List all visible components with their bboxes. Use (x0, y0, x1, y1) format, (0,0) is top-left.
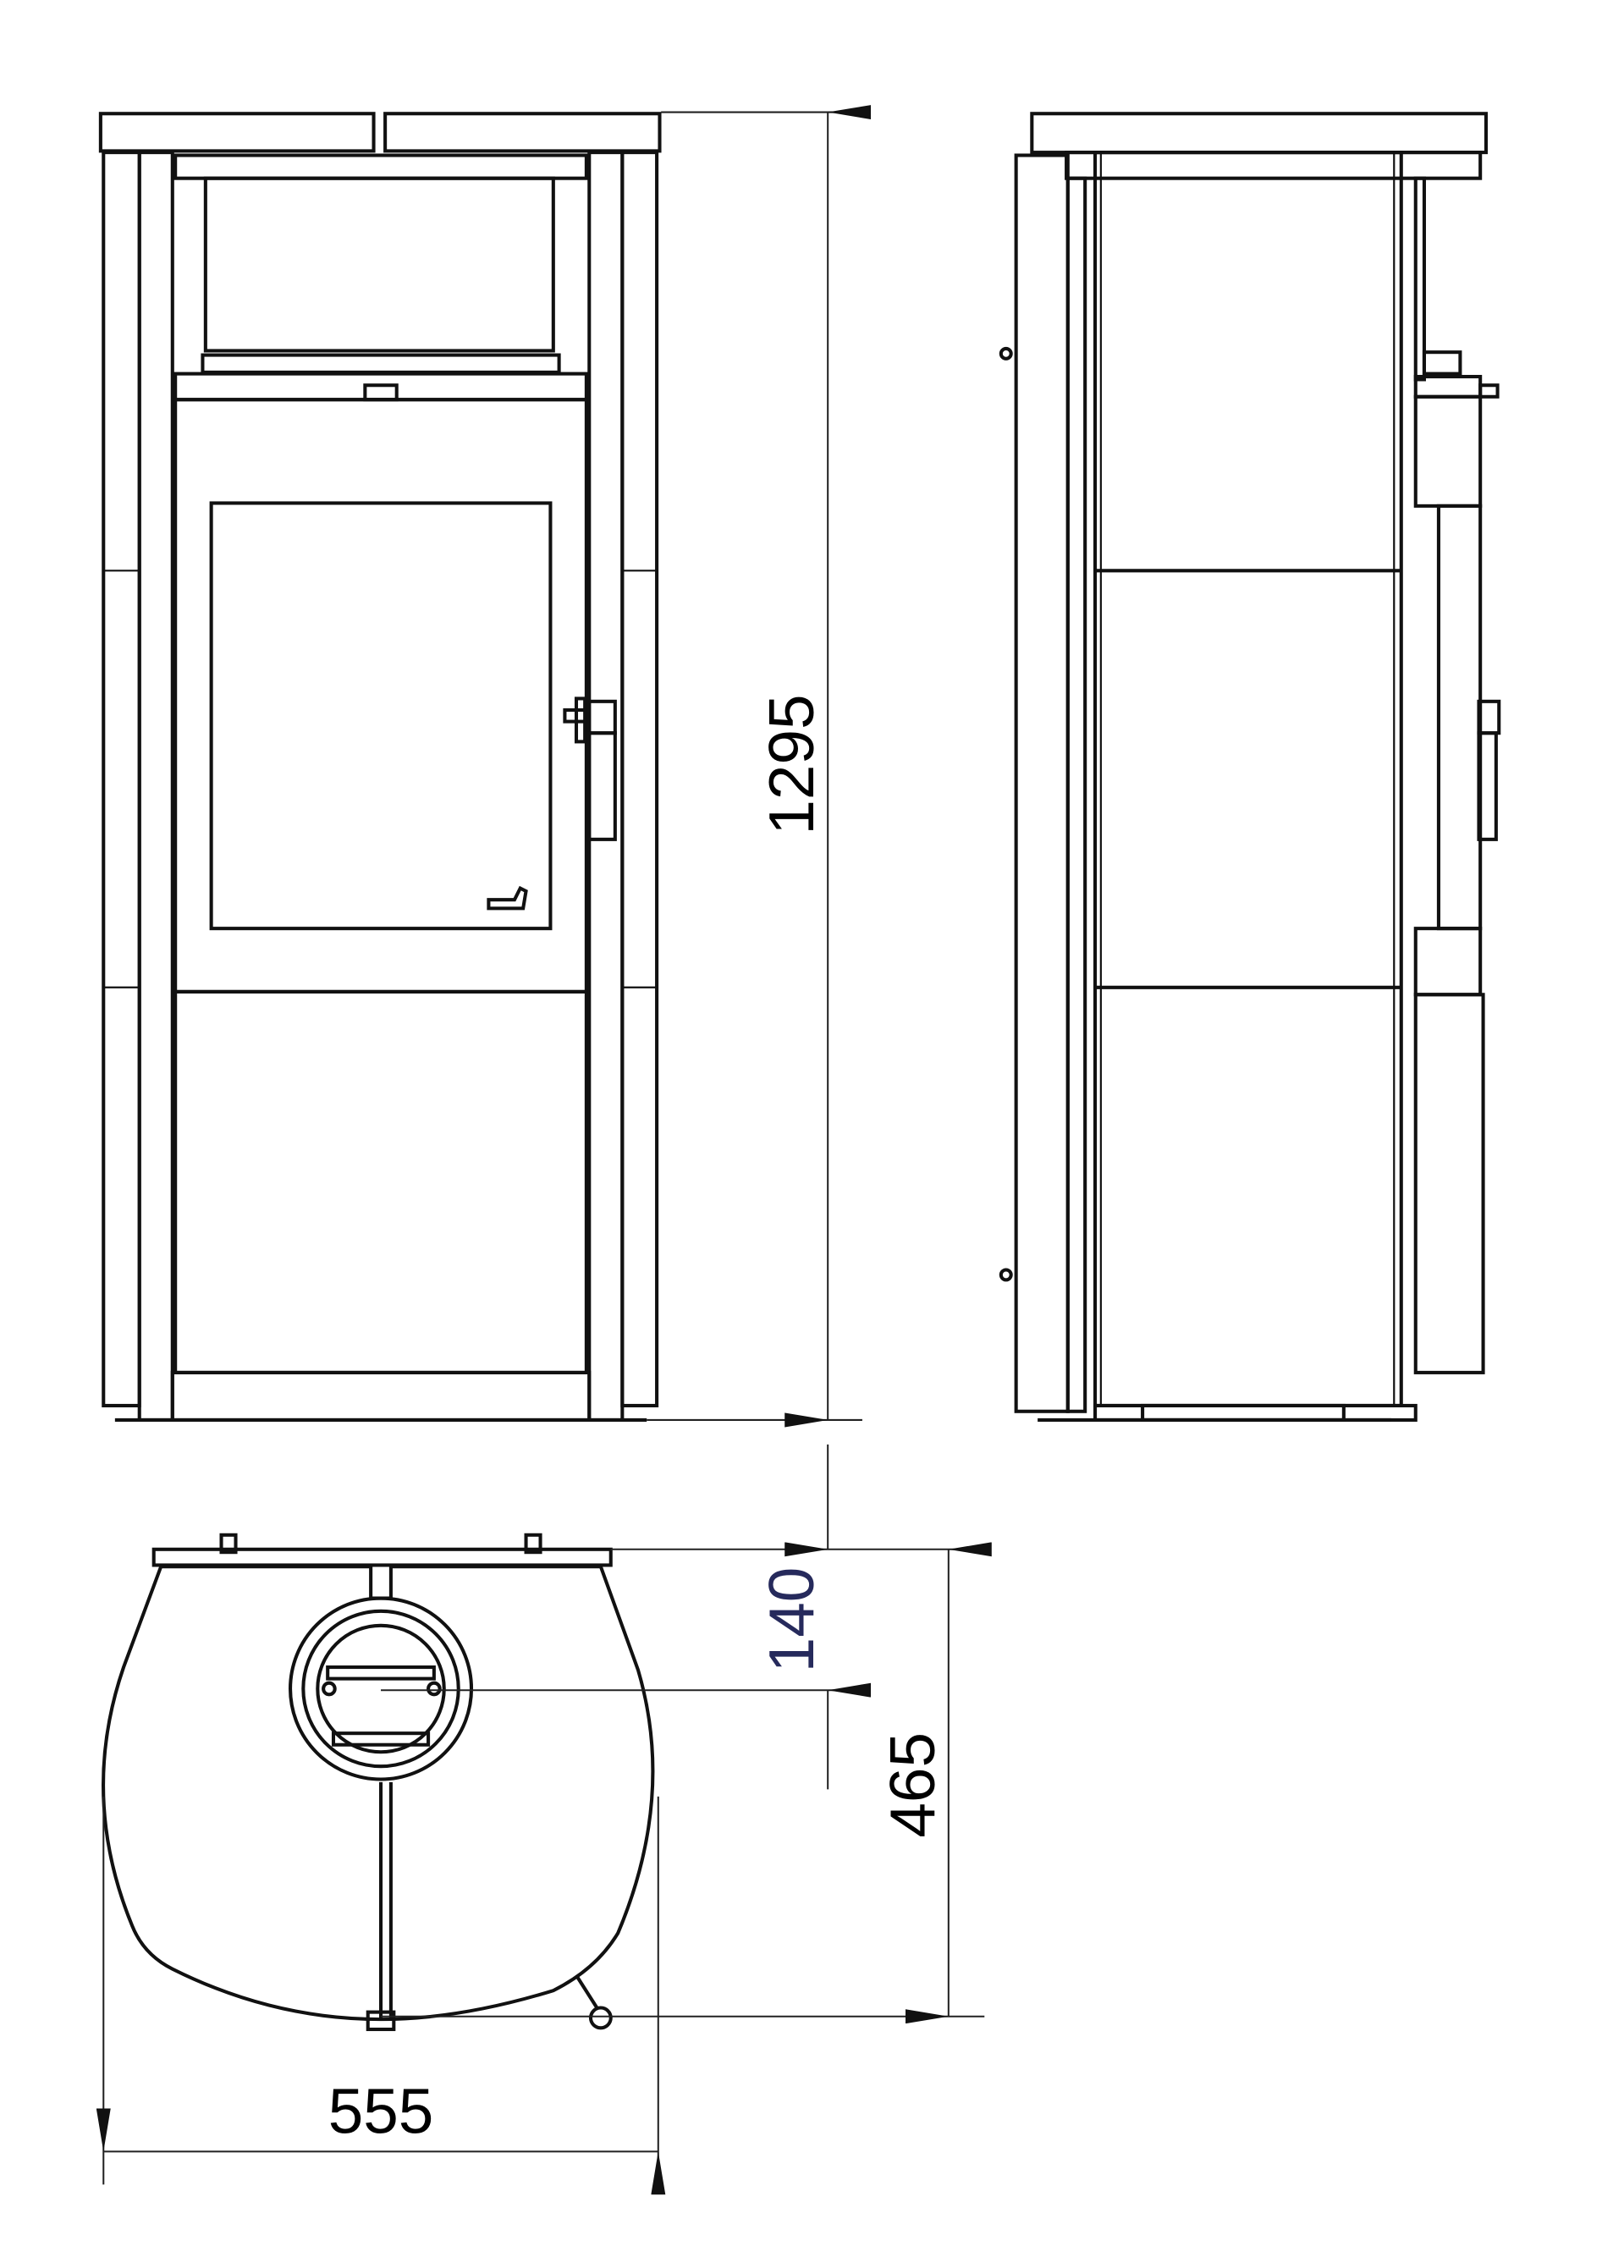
door-handle (563, 696, 617, 841)
width-label: 555 (328, 2075, 434, 2146)
flue-outer (289, 1596, 474, 1781)
screw-icon (999, 346, 1013, 361)
dimension-depth: 465 (381, 1542, 992, 2024)
top-view (102, 1533, 655, 2032)
dimension-height: 1295 (647, 105, 872, 1428)
handle-knob (588, 2006, 613, 2030)
bolt-icon (219, 1533, 238, 1555)
front-view (98, 112, 662, 1422)
logo-mark (487, 885, 528, 911)
dimension-width: 555 (96, 1796, 666, 2195)
depth-label: 465 (877, 1732, 948, 1838)
flue-offset-label: 140 (756, 1567, 827, 1673)
side-view (999, 112, 1501, 1422)
dimension-flue-offset: 140 (381, 1444, 985, 1790)
height-label: 1295 (756, 694, 827, 834)
bolt-icon (524, 1533, 542, 1555)
screw-icon (999, 1268, 1013, 1282)
door-glass (209, 501, 553, 931)
